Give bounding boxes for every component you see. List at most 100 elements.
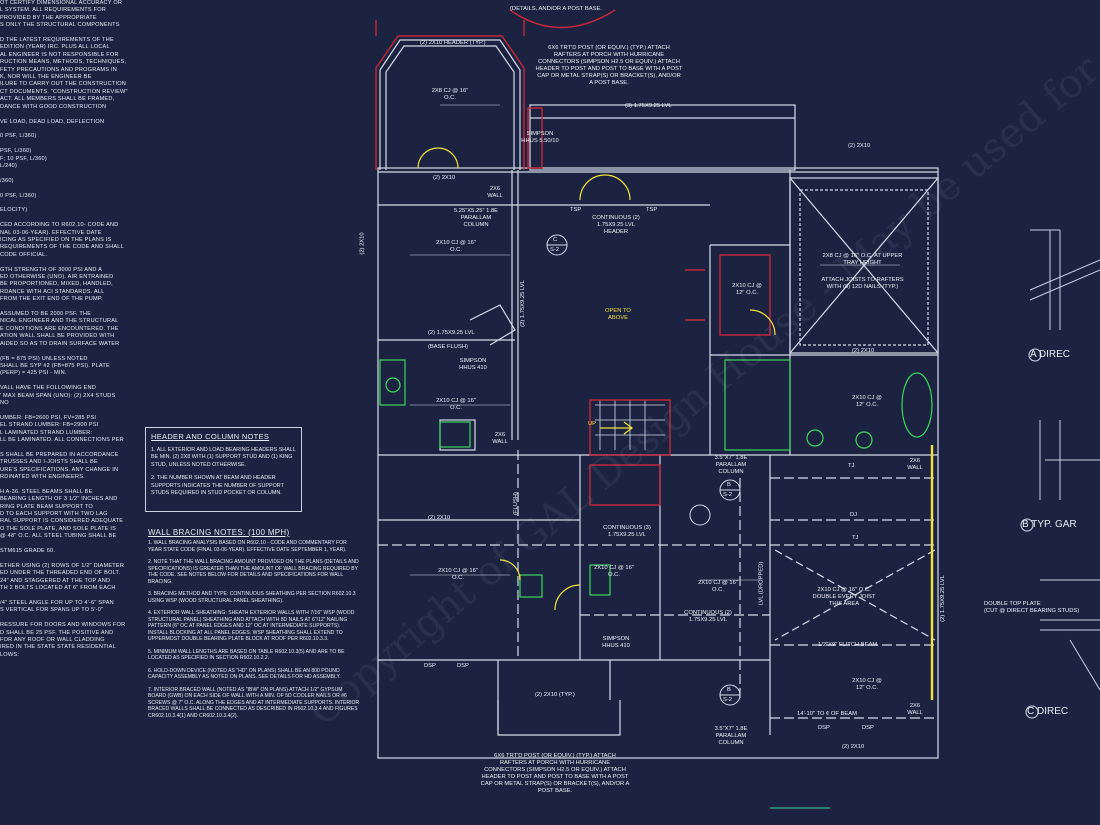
general-note-line: S ONLY THE STRUCTURAL COMPONENTS <box>0 22 120 29</box>
general-note-line: /360) <box>0 177 14 184</box>
general-note-line: TH 2 BOLTS LOCATED AT 6" FROM EACH <box>0 585 116 592</box>
general-note-line: L SYSTEM. ALL REQUIREMENTS FOR <box>0 7 106 14</box>
general-note-line: 24" AND STAGGERED AT THE TOP AND <box>0 577 111 584</box>
bracing-note-6: 6. HOLD-DOWN DEVICE (NOTED AS "HD" ON PL… <box>148 667 341 681</box>
header-notes-box <box>145 427 302 512</box>
general-note-line: RESSURE FOR DOORS AND WINDOWS FOR <box>0 622 126 629</box>
general-note-line: ACT. ALL MEMBERS SHALL BE FRAMED, <box>0 96 115 103</box>
general-note-line: PSF, L/360) <box>0 148 32 155</box>
general-note-line: CED ACCORDING TO R602.10- CODE AND <box>0 222 119 229</box>
general-note-line: NICAL ENGINEER AND THE STRUCTURAL <box>0 318 119 325</box>
general-note-line: EDITION (YEAR) IRC. PLUS ALL LOCAL <box>0 44 110 51</box>
label-dsp-2: DSP <box>457 663 469 669</box>
label-parallam-35-b: 3.5"x7" 1.8E PARALLAM COLUMN <box>714 726 748 746</box>
general-note-line: D SHALL BE 25 PSF. THE POSITIVE AND <box>0 629 114 636</box>
general-note-line: RAL SUPPORT IS CONSIDERED ADEQUATE <box>0 518 124 525</box>
general-note-line: UMBER: Fb=2600 PSI, Fv=285 PSI <box>0 414 97 421</box>
label-lvl-2: (2) 1.75x9.25 LVL <box>428 330 475 336</box>
header-notes-title: HEADER AND COLUMN NOTES <box>151 432 270 441</box>
general-note-line: H A-36. STEEL BEAMS SHALL BE <box>0 488 93 495</box>
label-cj-b: 2x10 CJ @ 16" O.C. <box>436 398 476 411</box>
general-note-line: VE LOAD, DEAD LOAD, DEFLECTION <box>0 118 105 125</box>
label-cj-e: 2x10 CJ @ 16" O.C. <box>698 580 738 593</box>
label-cj-c: 2x10 CJ @ 16" O.C. <box>438 568 478 581</box>
callout-c-sheet: S-2 <box>550 247 560 253</box>
label-dj: DJ <box>850 512 858 518</box>
bracing-note-2: 2. NOTE THAT THE WALL BRACING AMOUNT PRO… <box>148 559 359 585</box>
label-tj-b: TJ <box>852 535 859 541</box>
general-note-line: D TO EACH SUPPORT WITH TWO LAG <box>0 511 108 518</box>
general-note-line: BEARING LENGTH OF 3 1/2" INCHES AND <box>0 496 118 503</box>
label-wall-2x6-b: 2x6 WALL <box>492 432 508 445</box>
label-wall-2x6-c: 2x6 WALL <box>907 458 923 471</box>
label-simpson-hhus410-a: SIMPSON HHUS 410 <box>459 358 487 371</box>
detail-b-label: B TYP. GAR <box>1022 519 1077 530</box>
general-note-line: EL STRAND LUMBER: Fb=2900 PSI <box>0 422 99 429</box>
detail-cut-note: (CUT @ DIRECT BEARING STUDS) <box>984 608 1080 614</box>
general-note-line: ' MAX BEAM SPAN (UNO): (2) 2X4 STUDS <box>0 392 116 399</box>
general-note-line: SHALL BE SYP #2 (Fb=875 PSI). PLATE <box>0 362 110 369</box>
general-note-line: AL ENGINEER IS NOT RESPONSIBLE FOR <box>0 51 119 58</box>
label-hdr-2x10-c: (2) 2x10 <box>852 348 875 354</box>
general-note-line: ELOCITY) <box>0 207 28 214</box>
label-attach-joists: ATTACH JOISTS TO RAFTERS WITH (8) 12d NA… <box>821 277 904 290</box>
label-hdr-2x10-d: (2) 2x10 <box>428 515 451 521</box>
general-note-line: CODE OFFICIAL. <box>0 251 48 258</box>
general-note-line: REQUIREMENTS OF THE CODE AND SHALL <box>0 244 124 251</box>
label-tsp-1: TSP <box>570 207 582 213</box>
label-wall-2x6-d: 2x6 WALL <box>907 703 923 716</box>
label-post-note-bottom: 6x6 TRT'D POST (OR EQUIV.) (TYP.) ATTACH… <box>480 753 630 794</box>
general-note-line: ED OTHERWISE (UNO). AIR ENTRAINED <box>0 274 114 281</box>
general-note-line: NO <box>0 399 9 406</box>
label-up: UP <box>588 421 597 427</box>
general-note-line: L/240) <box>0 162 18 169</box>
general-note-line: PROVIDED BY THE APPROPRIATE <box>0 14 97 21</box>
general-note-line: S SHALL BE PREPARED IN ACCORDANCE <box>0 451 119 458</box>
label-hdr-2x10-vert-a: (2) 2x10 <box>359 232 366 255</box>
general-note-line: O THE SOLE PLATE, AND SOLE PLATE IS <box>0 525 117 532</box>
general-note-line: RING PLATE BEAM SUPPORT TO <box>0 503 93 510</box>
label-simpson-hhus410-b: SIMPSON HHUS 410 <box>602 636 630 649</box>
bracing-note-4: 4. EXTERIOR WALL SHEATHING: SHEATH EXTER… <box>148 610 355 642</box>
label-tsp-2: TSP <box>646 207 658 213</box>
label-flitch: 1/2"x9" FLITCH BEAM <box>818 642 878 648</box>
general-note-line: L LAMINATED STRAND LUMBER: <box>0 429 93 436</box>
label-cont-header: CONTINUOUS (2) 1.75x9.25 LVL HEADER <box>592 215 640 235</box>
bracing-notes-body: 1. WALL BRACING ANALYSIS BASED ON R602.1… <box>148 540 360 725</box>
general-note-line: ATION WALL SHALL BE PROVIDED WITH <box>0 333 115 340</box>
header-note-1: 1. ALL EXTERIOR AND LOAD BEARING HEADERS… <box>151 447 296 468</box>
general-note-line: RUCTION MEANS, METHODS, TECHNIQUES, <box>0 59 127 66</box>
general-note-line: K, NOR WILL THE ENGINEER BE <box>0 74 92 81</box>
label-post-note-top: 6x6 TRT'D POST (OR EQUIV.) (TYP.) ATTACH… <box>535 45 683 86</box>
label-dsp-4: DSP <box>862 725 874 731</box>
label-lvl-vert: (2) 1.75x9.25 LVL <box>519 280 526 327</box>
general-note-line: AIDED SO AS TO DRAIN SURFACE WATER <box>0 340 120 347</box>
general-note-line: CT DOCUMENTS. "CONSTRUCTION REVIEW" <box>0 88 128 95</box>
label-parallam-col: 5.25"x5.25" 1.8E PARALLAM COLUMN <box>453 208 499 228</box>
label-cj-12-c: 2x10 CJ @ 12" O.C. <box>852 678 882 691</box>
callout-b2-sheet: S-2 <box>723 697 733 703</box>
label-cj-double: 2x10 CJ @ 16" O.C. DOUBLE EVERY JOIST TH… <box>812 587 876 607</box>
label-open-to-above: OPEN TO ABOVE <box>605 308 631 321</box>
general-note-line: NAL 03-06-YEAR). EFFECTIVE DATE <box>0 229 102 236</box>
bracing-note-7: 7. INTERIOR BRACED WALL (NOTED AS "IBW" … <box>148 686 360 719</box>
general-note-line: (perp) = 425 PSI - MIN. <box>0 370 67 377</box>
general-note-line: BE PROPORTIONED, MIXED, HANDLED, <box>0 281 113 288</box>
general-note-line: TRUSSES AND I-JOISTS SHALL BE <box>0 459 98 466</box>
general-note-line: GTH STRENGTH OF 3000 PSI AND A <box>0 266 103 273</box>
callout-b-sheet: S-2 <box>723 492 733 498</box>
callout-b2-letter: B <box>727 687 731 693</box>
label-cont-lvl-2: CONTINUOUS (2) 1.75x9.25 LVL <box>684 610 732 623</box>
label-base-flush: (BASE FLUSH) <box>428 344 468 350</box>
label-cj-tray: 2x8 CJ @ 16" O.C. AT UPPER TRAY HEIGHT <box>822 253 903 266</box>
general-note-line: 0 PSF, L/360) <box>0 192 37 199</box>
label-dropped-vert: LVL (DROPPED) <box>758 561 765 606</box>
general-note-line: ILURE TO CARRY OUT THE CONSTRUCTION <box>0 81 127 88</box>
general-note-line: @ 48" O.C. ALL STEEL TUBING SHALL BE <box>0 533 117 540</box>
label-dsp-3: DSP <box>818 725 830 731</box>
label-lvl-vert-b: (2) 1.75x9.25 LVL <box>939 575 946 622</box>
general-note-line: F; 10 PSF, L/360) <box>0 155 47 162</box>
header-notes-body: 1. ALL EXTERIOR AND LOAD BEARING HEADERS… <box>151 447 297 503</box>
